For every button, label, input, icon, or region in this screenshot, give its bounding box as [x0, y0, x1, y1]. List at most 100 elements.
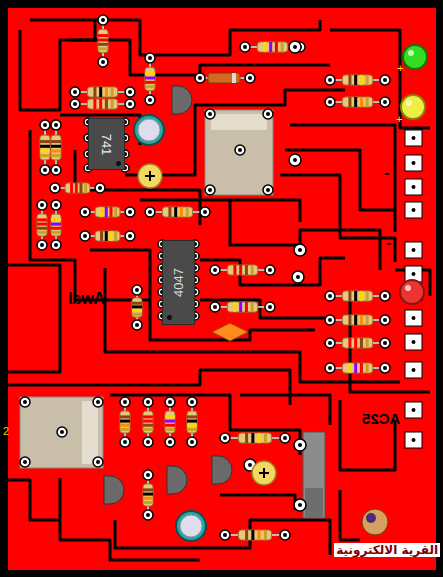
drill-hole — [208, 112, 212, 116]
resistor-body — [95, 231, 120, 241]
polarity-mark: + — [396, 113, 402, 125]
drill-hole — [298, 248, 302, 252]
solder-pad — [280, 433, 290, 443]
terminal-pad — [405, 242, 422, 258]
drill-hole — [135, 288, 139, 292]
resistor-body — [227, 265, 257, 275]
solder-pad — [200, 207, 210, 217]
resistor-band — [40, 140, 50, 143]
drill-hole — [328, 318, 332, 322]
solder-pad — [325, 338, 335, 348]
solder-pad — [143, 510, 153, 520]
drill-hole — [412, 208, 416, 212]
polarity-mark: - — [386, 234, 391, 252]
resistor-band — [99, 87, 102, 97]
resistor-band — [111, 87, 114, 97]
drill-hole — [328, 366, 332, 370]
drill-hole — [328, 294, 332, 298]
drill-hole — [283, 436, 287, 440]
resistor-band — [120, 424, 130, 427]
relay-side — [82, 401, 98, 464]
terminal-pad — [405, 432, 422, 448]
resistor-body — [37, 214, 47, 236]
drill-hole — [412, 248, 416, 252]
resistor-band — [84, 183, 87, 193]
resistor-band — [360, 97, 363, 107]
solder-pad — [380, 338, 390, 348]
resistor-body — [143, 484, 153, 506]
resistor-band — [37, 227, 47, 230]
drill-hole — [412, 185, 416, 189]
drill-hole — [73, 90, 77, 94]
resistor-band — [264, 433, 267, 443]
drill-hole — [298, 503, 302, 507]
resistor-band — [120, 428, 130, 431]
drill-hole — [43, 168, 47, 172]
drill-hole — [190, 440, 194, 444]
resistor-band — [360, 291, 363, 301]
drill-hole — [383, 100, 387, 104]
drill-hole — [98, 186, 102, 190]
mirrored-silkscreen: Awal — [68, 290, 105, 308]
solder-pad — [145, 207, 155, 217]
solder-pad — [37, 240, 47, 250]
resistor-band — [245, 433, 248, 443]
drill-hole — [203, 210, 207, 214]
drill-hole — [135, 323, 139, 327]
resistor-band — [132, 305, 142, 308]
terminal-pad — [405, 310, 422, 326]
pin1-dot — [116, 161, 121, 166]
relay — [20, 397, 103, 468]
resistor-band — [51, 149, 61, 152]
drill-hole — [198, 76, 202, 80]
led — [400, 280, 424, 304]
resistor-band — [354, 315, 357, 325]
drill-hole — [266, 112, 270, 116]
resistor-band — [348, 97, 351, 107]
solder-pad — [165, 397, 175, 407]
solder-pad — [93, 457, 103, 467]
drill-hole — [40, 203, 44, 207]
capacitor-mark — [149, 171, 151, 181]
resistor-band — [239, 302, 242, 312]
drill-hole — [383, 341, 387, 345]
resistor-body — [145, 67, 155, 90]
resistor-band — [143, 428, 153, 431]
resistor-body — [132, 298, 142, 317]
resistor-band — [105, 87, 108, 97]
resistor-body — [95, 207, 120, 217]
resistor-band — [40, 154, 50, 157]
solder-pad — [325, 97, 335, 107]
solder-pad — [70, 87, 80, 97]
resistor-band — [145, 81, 155, 84]
resistor-band — [168, 207, 171, 217]
resistor-band — [145, 72, 155, 75]
drill-hole — [73, 102, 77, 106]
drill-hole — [168, 400, 172, 404]
drill-hole — [40, 243, 44, 247]
drill-hole — [412, 161, 416, 165]
resistor-band — [258, 530, 261, 540]
solder-pad — [125, 87, 135, 97]
resistor-band — [70, 183, 73, 193]
resistor-band — [51, 145, 61, 148]
drill-hole — [328, 78, 332, 82]
resistor-band — [165, 420, 175, 423]
solder-pad — [120, 437, 130, 447]
resistor-body — [87, 87, 117, 97]
solder-pad — [245, 73, 255, 83]
copper-pour — [8, 8, 436, 570]
drill-hole — [383, 294, 387, 298]
solder-pad — [93, 397, 103, 407]
drill-hole — [23, 400, 27, 404]
drill-hole — [128, 102, 132, 106]
drill-hole — [243, 45, 247, 49]
resistor-band — [100, 207, 103, 217]
resistor-band — [165, 428, 175, 431]
drill-hole — [96, 460, 100, 464]
resistor-band — [111, 99, 114, 109]
solder-pad — [325, 363, 335, 373]
solder-pad — [145, 95, 155, 105]
capacitor-mark — [263, 468, 265, 478]
